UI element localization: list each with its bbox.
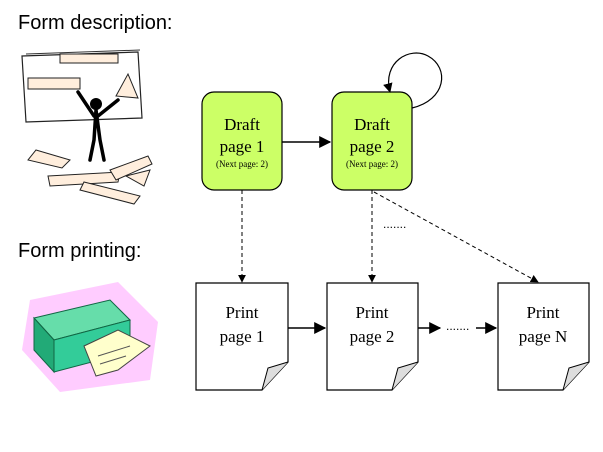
draft-page-1-line2: page 1 <box>220 137 265 156</box>
draft-page-1: Draft page 1 (Next page: 2) <box>201 91 283 191</box>
bottom-ellipsis: ....... <box>446 319 469 333</box>
printer-icon <box>22 282 158 392</box>
form-printing-title: Form printing: <box>18 240 142 262</box>
print-page-n-line2: page N <box>519 327 568 346</box>
draft-page-2-line1: Draft <box>354 115 390 134</box>
draft-page-1-next: (Next page: 2) <box>216 159 268 169</box>
draft-page-2-next: (Next page: 2) <box>346 159 398 169</box>
presenter-with-board-icon <box>21 49 153 205</box>
print-page-n-line1: Print <box>526 303 559 322</box>
print-page-2-line1: Print <box>355 303 388 322</box>
form-description-title: Form description: <box>18 12 173 34</box>
middle-ellipsis: ....... <box>383 217 406 231</box>
draft-page-2-self-loop <box>383 52 443 109</box>
print-page-1-line1: Print <box>225 303 258 322</box>
print-page-n: Print page N <box>497 282 590 391</box>
draft-page-2-line2: page 2 <box>350 137 395 156</box>
arrow-draft2-to-printN <box>373 191 539 283</box>
draft-page-2: Draft page 2 (Next page: 2) <box>331 91 413 191</box>
print-page-2: Print page 2 <box>326 282 419 391</box>
draft-page-1-line1: Draft <box>224 115 260 134</box>
print-page-1-line2: page 1 <box>220 327 265 346</box>
print-page-1: Print page 1 <box>195 282 289 391</box>
print-page-2-line2: page 2 <box>350 327 395 346</box>
